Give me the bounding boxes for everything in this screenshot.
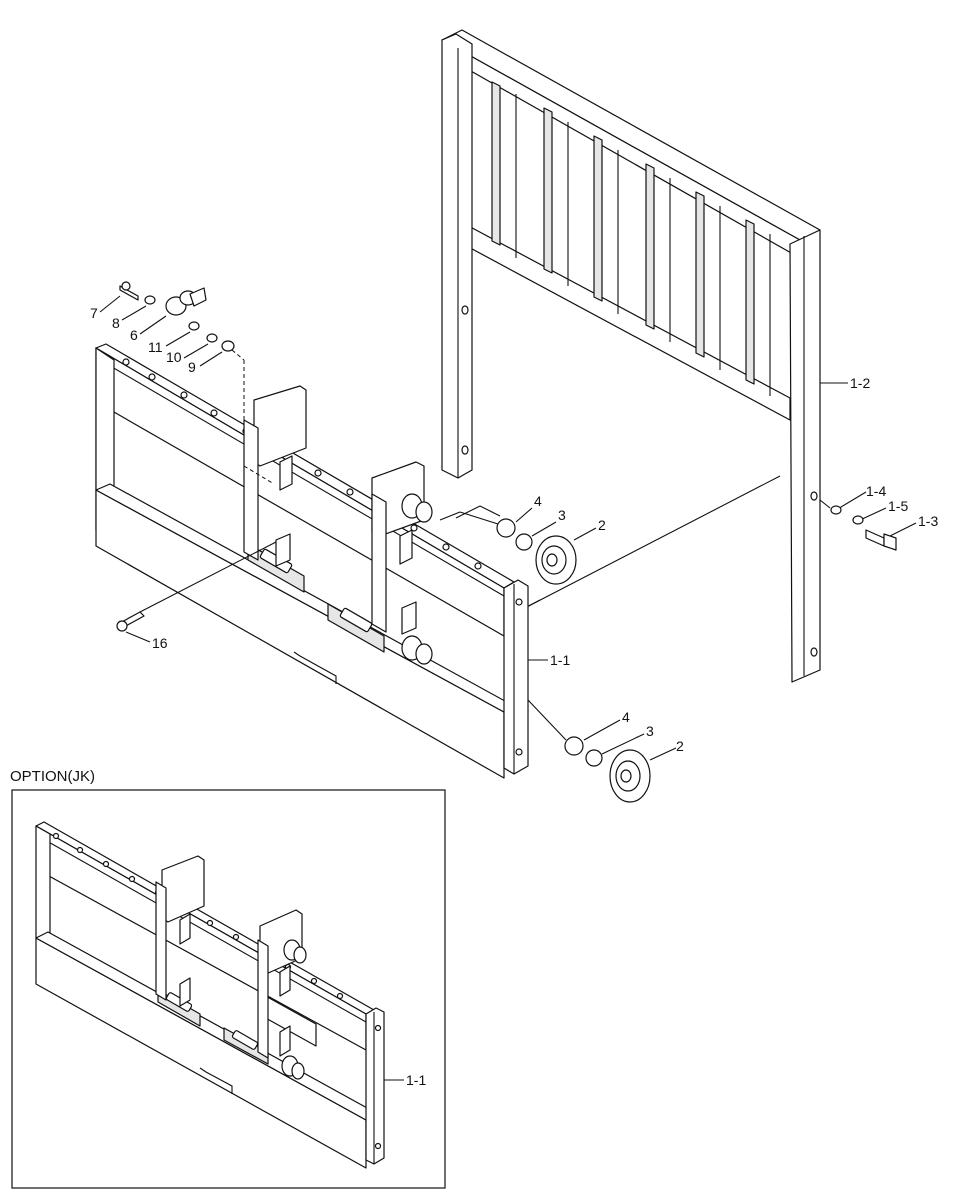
callout-1-1-main: 1-1 xyxy=(550,652,570,668)
callout-1-1-option: 1-1 xyxy=(406,1072,426,1088)
callout-8: 8 xyxy=(112,315,120,331)
backrest-frame xyxy=(441,29,821,683)
washer-4-upper xyxy=(496,518,516,538)
carriage-main xyxy=(95,343,529,779)
callout-11: 11 xyxy=(148,339,163,355)
option-box xyxy=(11,789,446,1189)
washer-4-lower xyxy=(564,736,584,756)
washer-1-5 xyxy=(852,515,864,525)
callout-6: 6 xyxy=(130,327,138,343)
callout-4-lower: 4 xyxy=(622,709,630,725)
callout-1-3: 1-3 xyxy=(918,513,938,529)
bolt-7 xyxy=(119,281,139,301)
callout-7: 7 xyxy=(90,305,98,321)
callout-1-5: 1-5 xyxy=(888,498,908,514)
callout-2-upper: 2 xyxy=(598,517,606,533)
roller-2-lower xyxy=(609,749,651,803)
callout-10: 10 xyxy=(166,349,182,365)
washer-1-4 xyxy=(830,505,842,515)
washer-3-upper xyxy=(515,533,533,551)
option-title: OPTION(JK) xyxy=(10,768,95,785)
callout-1-2: 1-2 xyxy=(850,375,870,391)
bolt-16 xyxy=(116,611,145,632)
washer-10 xyxy=(206,333,218,343)
washer-11 xyxy=(188,321,200,331)
roller-6 xyxy=(165,287,207,316)
bolt-1-3 xyxy=(865,529,897,551)
callout-9: 9 xyxy=(188,359,196,375)
callout-4-upper: 4 xyxy=(534,493,542,509)
callout-2-lower: 2 xyxy=(676,738,684,754)
callout-16: 16 xyxy=(152,635,168,651)
washer-3-lower xyxy=(585,749,603,767)
callout-3-lower: 3 xyxy=(646,723,654,739)
carriage-option xyxy=(35,821,385,1169)
washer-9 xyxy=(221,340,235,352)
washer-8 xyxy=(144,295,156,305)
callout-1-4: 1-4 xyxy=(866,483,886,499)
roller-2-upper xyxy=(535,535,577,585)
callout-3-upper: 3 xyxy=(558,507,566,523)
